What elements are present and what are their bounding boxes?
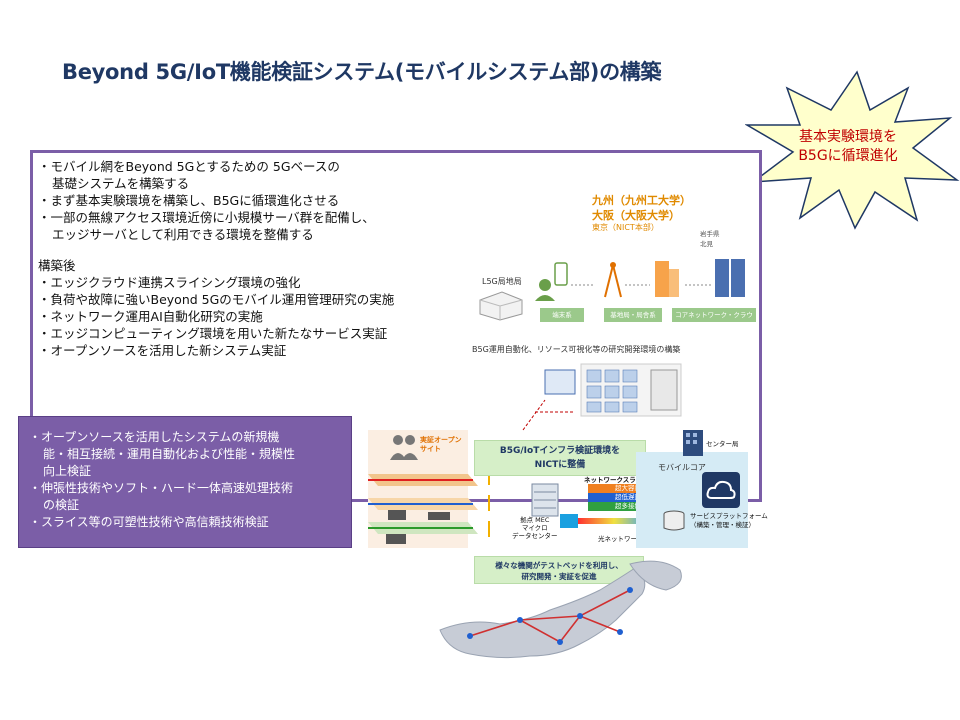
mobile-core-label: モバイルコア — [658, 463, 706, 472]
after-bullet: エッジクラウド連携スライシング環境の強化 — [38, 274, 468, 291]
after-heading: 構築後 — [38, 258, 76, 273]
box-core-cloud: コアネットワーク・クラウド系 — [672, 308, 756, 333]
sites-small-label: 岩手県 北見 — [700, 230, 720, 248]
after-bullet: 負荷や故障に強いBeyond 5Gのモバイル運用管理研究の実施 — [38, 291, 468, 308]
antenna-icons — [488, 469, 490, 537]
database-icon — [663, 510, 685, 531]
b5g-env-banner: B5G/IoTインフラ検証環境を NICTに整備 — [474, 440, 646, 476]
after-bullet: ネットワーク運用AI自動化研究の実施 — [38, 308, 468, 325]
research-env-diagram — [522, 363, 682, 431]
local5g-label: L5G局地局 — [482, 277, 522, 286]
after-bullet: エッジコンピューティング環境を用いた新たなサービス実証 — [38, 325, 468, 342]
service-platform-label: サービスプラットフォーム （構築・管理・検証） — [690, 512, 768, 529]
slice-massive-connectivity: 超多接続 — [588, 502, 668, 511]
location-kyushu: 九州（九州工大学） — [592, 194, 691, 207]
open-site-label: 実証オープン サイト — [420, 436, 462, 453]
page-title: Beyond 5G/IoT機能検証システム(モバイルシステム部)の構築 — [62, 60, 662, 84]
main-bullet: まず基本実験環境を構築し、B5Gに循環進化させる — [38, 192, 468, 209]
research-caption: B5G運用自動化、リソース可視化等の研究開発環境の構築 — [472, 345, 681, 354]
main-bullet: モバイル網をBeyond 5Gとするための 5Gベースの 基礎システムを構築する — [38, 158, 468, 192]
location-tokyo: 東京（NICT本部） — [592, 223, 659, 232]
box-terminal: 端末系 — [540, 308, 584, 322]
purple-bullet: 伸張性技術やソフト・ハード一体高速処理技術 の検証 — [29, 480, 341, 514]
center-station-label: センター局 — [706, 440, 739, 448]
slice-ultra-capacity: 超大容量 — [588, 484, 668, 493]
optical-network-label: 光ネットワーク — [598, 535, 644, 543]
starburst-callout — [745, 70, 960, 230]
network-slice-label: ネットワークスライス — [584, 476, 649, 484]
slice-ultra-low-latency: 超低遅延 — [588, 493, 668, 502]
mec-label: 拠点 MEC マイクロ データセンター — [512, 516, 558, 540]
open-site-layers — [368, 430, 478, 548]
main-bullet: 一部の無線アクセス環境近傍に小規模サーバ群を配備し、 エッジサーバとして利用でき… — [38, 209, 468, 243]
purple-bullet: オープンソースを活用したシステムの新規機 能・相互接続・運用自動化および性能・規… — [29, 429, 341, 480]
location-osaka: 大阪（大阪大学） — [592, 209, 680, 222]
center-building-icon — [683, 430, 703, 456]
cloud-icon — [702, 472, 740, 508]
after-bullet: オープンソースを活用した新システム実証 — [38, 342, 468, 359]
local5g-device-icon — [479, 291, 523, 321]
testbed-banner: 様々な機関がテストベッドを利用し、 研究開発・実証を促進 — [474, 556, 644, 584]
box-basestation: 基地局・局舎系 — [604, 308, 662, 322]
japan-map — [439, 560, 682, 659]
purple-bullet: スライス等の可塑性技術や高信頼技術検証 — [29, 514, 341, 531]
main-bullet-list: モバイル網をBeyond 5Gとするための 5Gベースの 基礎システムを構築する… — [38, 158, 468, 359]
system-icons — [535, 259, 745, 301]
mec-server-icon — [531, 483, 559, 517]
starburst-text: 基本実験環境を B5Gに循環進化 — [798, 129, 898, 164]
purple-info-box: オープンソースを活用したシステムの新規機 能・相互接続・運用自動化および性能・規… — [18, 416, 352, 548]
